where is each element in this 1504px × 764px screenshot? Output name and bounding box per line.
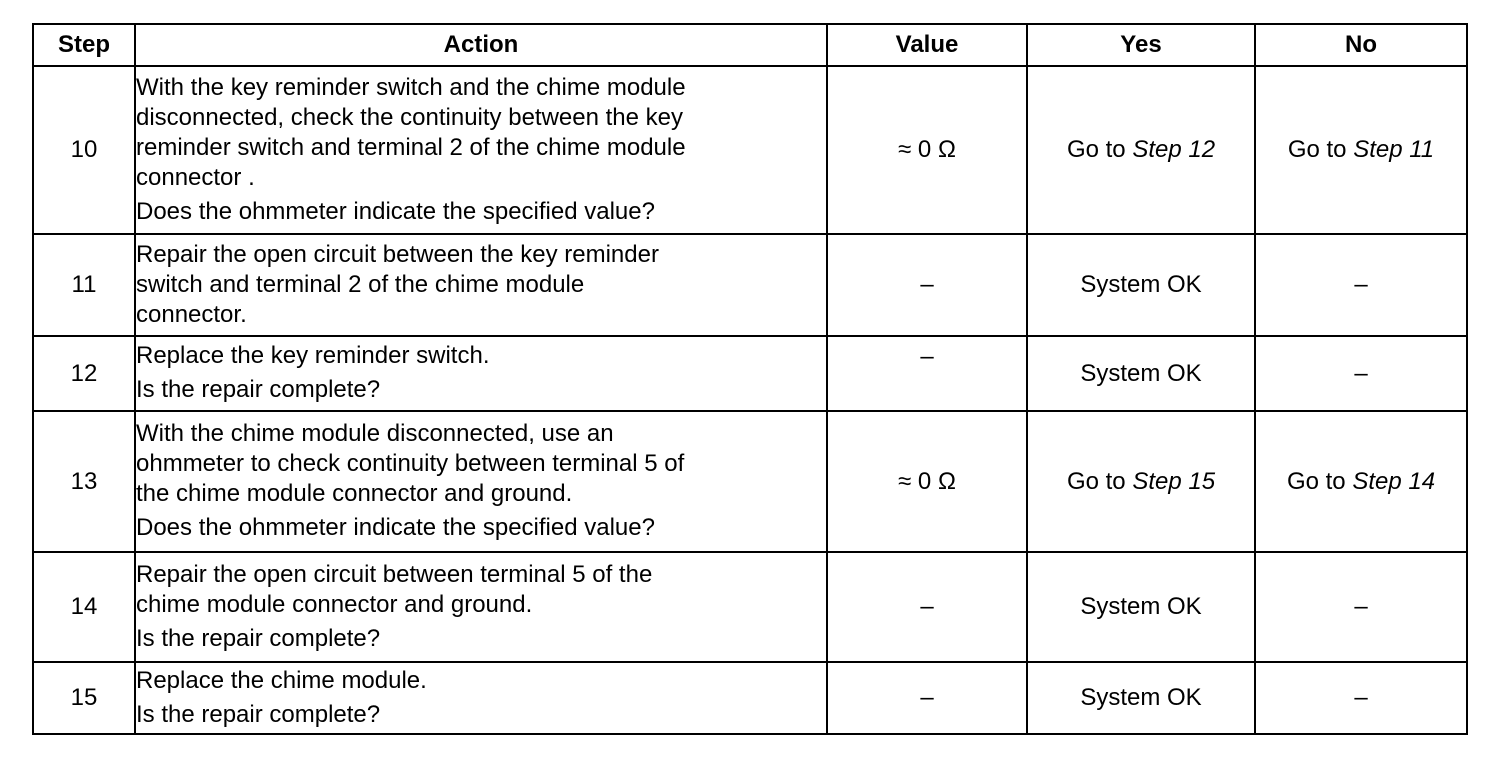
action-cell: With the key reminder switch and the chi… bbox=[134, 65, 828, 235]
value-cell: – bbox=[826, 551, 1028, 663]
header-no: No bbox=[1254, 23, 1468, 67]
diagnostic-table: Step Action Value Yes No 10 With the key… bbox=[32, 23, 1468, 735]
action-text: With the chime module disconnected, use … bbox=[136, 420, 614, 447]
value-cell: ≈ 0 Ω bbox=[826, 65, 1028, 235]
no-cell: Go to Step 11 bbox=[1254, 65, 1468, 235]
action-question: Does the ohmmeter indicate the specified… bbox=[136, 197, 655, 225]
action-question: Is the repair complete? bbox=[136, 624, 381, 652]
action-cell: Repair the open circuit between terminal… bbox=[134, 551, 828, 663]
yes-prefix: Go to bbox=[1066, 467, 1133, 495]
yes-cell: System OK bbox=[1026, 233, 1256, 337]
step-number: 15 bbox=[32, 661, 136, 735]
action-text: With the key reminder switch and the chi… bbox=[136, 73, 686, 101]
yes-step-link[interactable]: Step 12 bbox=[1132, 136, 1216, 163]
yes-cell: Go to Step 15 bbox=[1026, 410, 1256, 553]
no-cell: – bbox=[1254, 661, 1468, 735]
step-number: 11 bbox=[32, 233, 136, 337]
step-number: 12 bbox=[32, 335, 136, 412]
action-text: reminder switch and terminal 2 of the ch… bbox=[136, 133, 686, 161]
no-prefix: Go to bbox=[1287, 136, 1354, 163]
action-text: the chime module connector and ground. bbox=[136, 480, 573, 507]
header-yes: Yes bbox=[1026, 23, 1256, 67]
no-step-link[interactable]: Step 11 bbox=[1353, 136, 1435, 163]
yes-cell: System OK bbox=[1026, 335, 1256, 412]
yes-prefix: Go to bbox=[1066, 136, 1133, 163]
action-text: Repair the open circuit between terminal… bbox=[136, 560, 653, 588]
action-text: disconnected, check the continuity betwe… bbox=[136, 103, 684, 131]
table-row: 15 Replace the chime module. Is the repa… bbox=[32, 661, 1468, 735]
action-cell: With the chime module disconnected, use … bbox=[134, 410, 828, 553]
header-row: Step Action Value Yes No bbox=[32, 23, 1468, 67]
yes-step-link[interactable]: Step 15 bbox=[1132, 467, 1216, 495]
no-cell: – bbox=[1254, 551, 1468, 663]
action-text: ohmmeter to check continuity between ter… bbox=[136, 450, 685, 477]
action-question: Is the repair complete? bbox=[136, 376, 381, 403]
header-action: Action bbox=[134, 23, 828, 67]
action-cell: Replace the chime module. Is the repair … bbox=[134, 661, 828, 735]
action-text: connector. bbox=[136, 300, 247, 328]
value-cell: – bbox=[826, 661, 1028, 735]
value-cell: – bbox=[826, 335, 1028, 412]
yes-cell: System OK bbox=[1026, 551, 1256, 663]
action-text: Repair the open circuit between the key … bbox=[136, 240, 659, 268]
action-text: switch and terminal 2 of the chime modul… bbox=[136, 270, 585, 298]
action-question: Does the ohmmeter indicate the specified… bbox=[136, 514, 655, 541]
step-number: 14 bbox=[32, 551, 136, 663]
value-cell: – bbox=[826, 233, 1028, 337]
no-cell: Go to Step 14 bbox=[1254, 410, 1468, 553]
action-text: connector . bbox=[136, 163, 255, 191]
no-step-link[interactable]: Step 14 bbox=[1352, 467, 1436, 495]
action-cell: Replace the key reminder switch. Is the … bbox=[134, 335, 828, 412]
no-cell: – bbox=[1254, 233, 1468, 337]
header-value: Value bbox=[826, 23, 1028, 67]
table-row: 13 With the chime module disconnected, u… bbox=[32, 410, 1468, 553]
yes-cell: Go to Step 12 bbox=[1026, 65, 1256, 235]
yes-cell: System OK bbox=[1026, 661, 1256, 735]
table-row: 10 With the key reminder switch and the … bbox=[32, 65, 1468, 235]
table-row: 14 Repair the open circuit between termi… bbox=[32, 551, 1468, 663]
value-cell: ≈ 0 Ω bbox=[826, 410, 1028, 553]
step-number: 13 bbox=[32, 410, 136, 553]
table-row: 11 Repair the open circuit between the k… bbox=[32, 233, 1468, 337]
header-step: Step bbox=[32, 23, 136, 67]
no-cell: – bbox=[1254, 335, 1468, 412]
step-number: 10 bbox=[32, 65, 136, 235]
action-text: Replace the chime module. bbox=[136, 666, 427, 694]
table-row: 12 Replace the key reminder switch. Is t… bbox=[32, 335, 1468, 412]
action-question: Is the repair complete? bbox=[136, 700, 381, 728]
action-text: Replace the key reminder switch. bbox=[136, 342, 490, 369]
action-text: chime module connector and ground. bbox=[136, 590, 533, 618]
action-cell: Repair the open circuit between the key … bbox=[134, 233, 828, 337]
no-prefix: Go to bbox=[1286, 467, 1353, 495]
